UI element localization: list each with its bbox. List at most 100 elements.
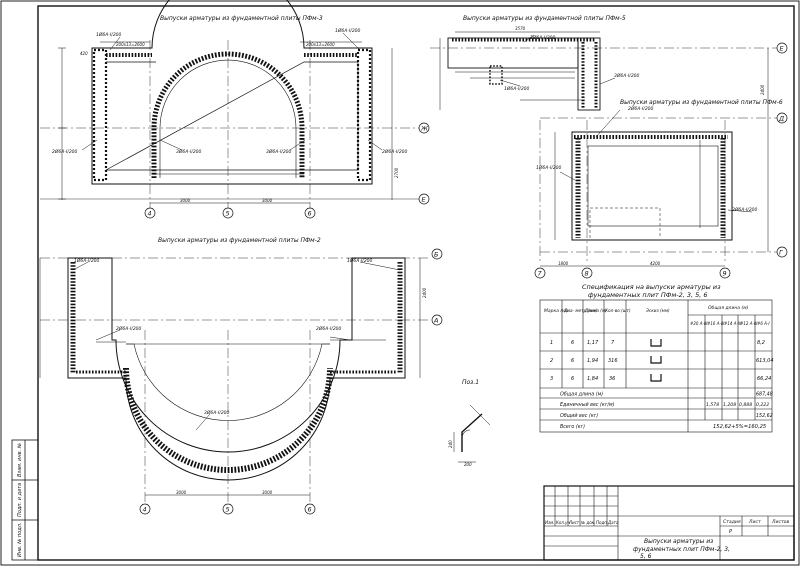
axis-8: 8	[585, 270, 589, 278]
stamp-listov: Листов	[771, 519, 789, 525]
spec-r3-qty: 36	[609, 376, 615, 382]
stamp-list: Лист	[568, 520, 580, 525]
stamp-title-l1: Выпуски арматуры из	[644, 538, 713, 545]
callout-pfm3-2: 2Ø6А-I/200	[52, 148, 78, 155]
callout-pfm5-1: 1Ø6А-I/200	[504, 85, 530, 92]
stamp-stadia: Стадия	[723, 519, 741, 525]
spec-s4-label: Всего (кг)	[560, 424, 585, 430]
axis-b: Б	[434, 251, 439, 259]
spec-summary: Общая длина (м) 687,48 Единичный вес (кг…	[560, 392, 773, 431]
axis-e-left: Е	[422, 196, 427, 204]
sidebar-inv: Инв. № подл.	[17, 523, 23, 558]
dim-pfm3-200x13a: 200х13=2600	[116, 42, 145, 47]
spec-s2-c6: 0,222	[756, 402, 769, 408]
spec-s2-c16: 1,578	[706, 402, 719, 408]
spec-h-len: Длина (м)	[584, 308, 607, 313]
stamp-title-l2: фундаментных плит ПФм-2, 3,	[633, 546, 730, 553]
dim-pfm3-3000b: 3000	[262, 198, 273, 203]
spec-table	[539, 299, 773, 433]
stamp-list-h: Лист	[748, 519, 761, 525]
plan-pfm2	[39, 248, 443, 515]
spec-h-dia: Диа- метр (мм)	[563, 308, 598, 313]
spec-r1-total: 8,2	[757, 340, 765, 346]
stamp-stadia-val: Р	[729, 529, 732, 535]
callout-pfm2-1a: 1Ø6А-I/200	[74, 257, 100, 264]
callout-pfm3-3: 3Ø6А-I/200	[176, 148, 202, 155]
spec-title-1: Спецификация на выпуски арматуры из	[582, 283, 721, 291]
spec-h-total: Общая длина (м)	[708, 305, 749, 311]
axis-zh: Ж	[420, 125, 429, 133]
spec-r2-dia: 6	[571, 358, 574, 364]
callout-pfm3-3b: 3Ø6А-I/200	[266, 148, 292, 155]
left-sidebar	[11, 439, 39, 561]
plan-pfm3	[40, 0, 430, 219]
spec-title-2: фундаментных плит ПФм-2, 3, 5, 6	[588, 291, 708, 299]
callout-pfm6-3: 3Ø6А-I/200	[732, 206, 758, 213]
spec-s3-c6: 152,62	[756, 413, 773, 419]
axis-5-top: 5	[226, 210, 230, 218]
axis-9: 9	[723, 270, 727, 278]
sidebar-vzam: Взам. инв. №	[17, 443, 23, 477]
dim-pfm2-3000b: 3000	[262, 490, 273, 495]
dim-pfm3-2700: 2700	[394, 167, 399, 178]
spec-r3-len: 1,84	[587, 376, 598, 382]
detail-pos1	[453, 404, 491, 463]
spec-r1-mark: 1	[550, 340, 553, 346]
spec-h-mark: Марка поз.	[544, 308, 570, 314]
dim-pfm5-2400: 2400	[760, 84, 765, 95]
spec-h-c14: #14 А-III	[724, 321, 742, 326]
sidebar-podp: Подп. и дата	[17, 483, 23, 517]
spec-h-qty: Кол-во (шт)	[605, 308, 631, 313]
title-pfm3: Выпуски арматуры из фундаментной плиты П…	[160, 15, 323, 22]
spec-header: Марка поз. Диа- метр (мм) Длина (м) Кол-…	[544, 305, 770, 326]
spec-r2-total: 613,04	[756, 358, 774, 364]
axis-6-bottom: 6	[308, 506, 312, 514]
spec-s2-label: Единичный вес (кг/м)	[560, 402, 615, 408]
title-block-text: Изм. Кол.уч Лист № док. Подп. Дата Стади…	[545, 519, 789, 560]
stamp-kol: Кол.уч	[556, 520, 570, 525]
axis-4-bottom: 4	[143, 506, 147, 514]
spec-h-c6: #6 А-I	[757, 321, 770, 326]
callout-pfm2-2b: 2Ø6А-I/200	[316, 325, 342, 332]
dim-pfm2-3000a: 3000	[176, 490, 187, 495]
callout-pfm3-1b: 1Ø6А-I/200	[335, 27, 361, 34]
inner-frame	[37, 5, 795, 561]
spec-h-c20: #20 А-III	[690, 321, 708, 326]
dim-pos1-240: 240	[448, 440, 453, 448]
axis-5-bottom: 5	[226, 506, 230, 514]
callout-pfm2-2a: 2Ø6А-I/200	[116, 325, 142, 332]
axis-e-right: Е	[780, 45, 785, 53]
spec-r2-qty: 316	[608, 358, 618, 364]
spec-r3-mark: 3	[550, 376, 553, 382]
spec-h-sketch: Эскиз (мм)	[645, 308, 670, 313]
title-block	[543, 485, 795, 561]
axis-a: А	[433, 317, 438, 325]
spec-s2-c12: 0,888	[739, 402, 752, 408]
axis-4-top: 4	[148, 210, 152, 218]
plan-pfm6	[534, 109, 788, 279]
stamp-podp: Подп.	[596, 520, 608, 525]
spec-r3-total: 66,24	[757, 376, 771, 382]
spec-r1-dia: 6	[571, 340, 574, 346]
spec-h-c12: #12 А-III	[740, 321, 758, 326]
spec-s4-value: 152,62+5%=160,25	[713, 424, 767, 430]
spec-r1-qty: 7	[611, 340, 615, 346]
axis-g: Г	[779, 249, 784, 257]
title-pfm2: Выпуски арматуры из фундаментной плиты П…	[158, 237, 321, 244]
axis-d: Д	[778, 115, 784, 123]
stamp-ndok: № док.	[580, 520, 595, 525]
stamp-izm: Изм.	[545, 520, 554, 525]
spec-rows: 1 6 1,17 7 8,2 2 6 1,94 316 613,04 3 6 1…	[550, 340, 774, 382]
callout-pfm3-2b: 2Ø6А-I/200	[382, 148, 408, 155]
spec-r2-len: 1,94	[587, 358, 598, 364]
spec-r1-len: 1,17	[587, 340, 599, 346]
stamp-data: Дата	[607, 520, 619, 525]
axis-6-top: 6	[308, 210, 312, 218]
spec-r2-mark: 2	[550, 358, 553, 364]
spec-r3-dia: 6	[571, 376, 574, 382]
title-pfm6: Выпуски арматуры из фундаментной плиты П…	[620, 99, 783, 106]
dim-pos1-200: 200	[464, 462, 472, 467]
callout-pfm5-3: 3Ø6А-I/200	[614, 72, 640, 79]
dim-pfm3-3000a: 3000	[180, 198, 191, 203]
